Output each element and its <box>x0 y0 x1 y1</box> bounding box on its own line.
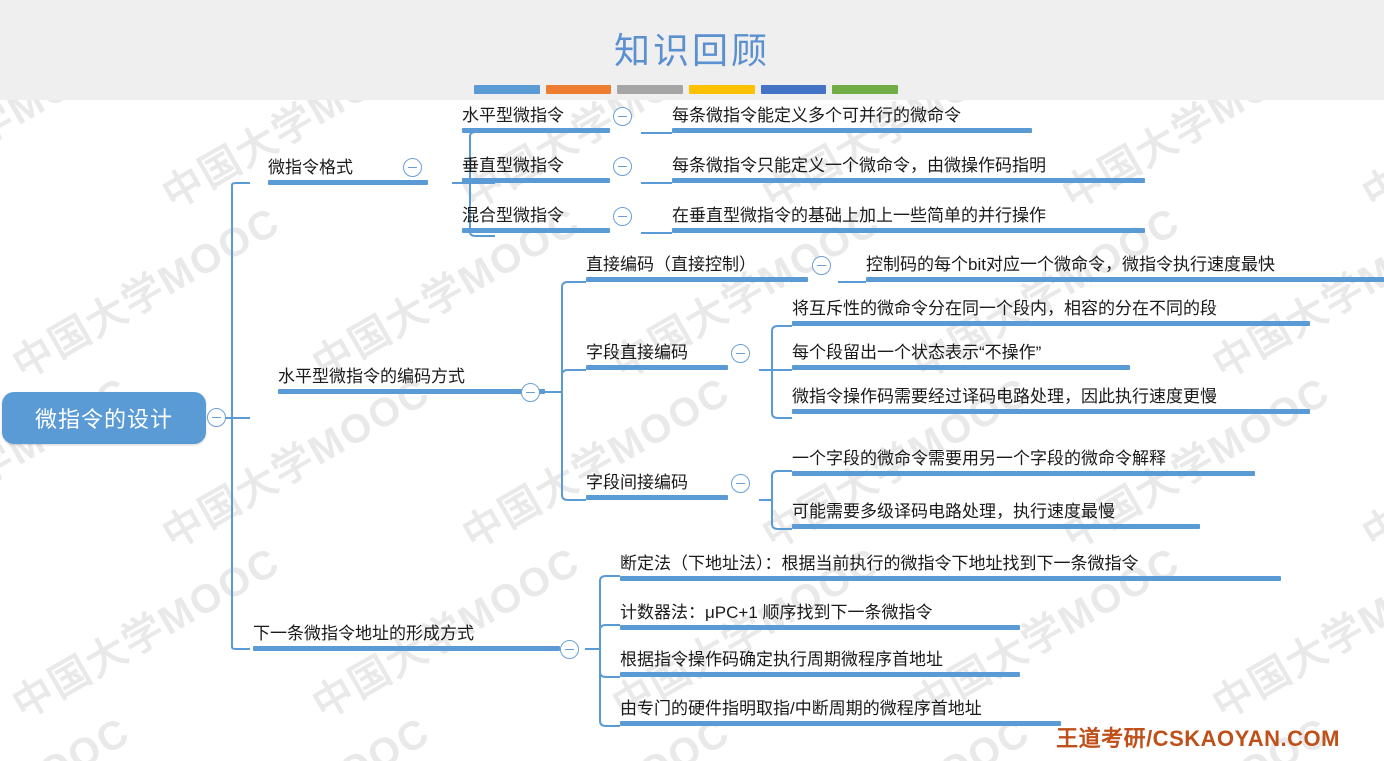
root-node-label: 微指令的设计 <box>34 407 173 432</box>
node-label: 水平型微指令的编码方式 <box>278 367 465 386</box>
node-vertical-microinstruction[interactable]: 垂直型微指令 <box>462 150 610 183</box>
node-label: 断定法（下地址法）：根据当前执行的微指令下地址找到下一条微指令 <box>620 554 1139 573</box>
watermark-text: 中国大学MOOC <box>5 539 288 728</box>
node-label: 微指令格式 <box>268 158 353 177</box>
title-accent-bar-3 <box>617 85 684 94</box>
node-underline <box>586 495 728 500</box>
node-label: 混合型微指令 <box>462 206 564 225</box>
branch-node-horizontal-encoding[interactable]: 水平型微指令的编码方式 <box>278 359 545 394</box>
node-underline <box>672 228 1145 233</box>
toggle-vertical-microinstruction[interactable] <box>613 157 632 176</box>
node-underline <box>792 524 1200 529</box>
node-label: 可能需要多级译码电路处理，执行速度最慢 <box>792 502 1115 521</box>
leaf-node[interactable]: 可能需要多级译码电路处理，执行速度最慢 <box>792 496 1200 529</box>
title-accent-bar-1 <box>474 85 540 94</box>
toggle-horizontal-microinstruction[interactable] <box>613 107 632 126</box>
title-accent-bars <box>474 85 899 94</box>
node-underline <box>462 178 610 183</box>
title-accent-bar-6 <box>832 85 899 94</box>
node-label: 每条微指令能定义多个可并行的微命令 <box>672 106 961 125</box>
node-label: 在垂直型微指令的基础上加上一些简单的并行操作 <box>672 206 1046 225</box>
node-label: 根据指令操作码确定执行周期微程序首地址 <box>620 650 943 669</box>
node-underline <box>620 625 1020 630</box>
watermark-text: 中国大学MOOC <box>1350 700 1384 761</box>
root-collapse-toggle[interactable] <box>207 408 226 427</box>
toggle-field-direct-encoding[interactable] <box>731 344 750 363</box>
watermark-text: 中国大学MOOC <box>0 369 138 558</box>
watermark-text: 中国大学MOOC <box>1205 199 1384 388</box>
node-underline <box>620 672 1020 677</box>
toggle-microinstruction-format[interactable] <box>403 158 422 177</box>
toggle-horizontal-encoding[interactable] <box>521 383 540 402</box>
node-underline <box>792 471 1255 476</box>
node-underline <box>586 277 808 282</box>
node-label: 下一条微指令地址的形成方式 <box>253 624 474 643</box>
leaf-node[interactable]: 一个字段的微命令需要用另一个字段的微命令解释 <box>792 443 1255 476</box>
node-underline <box>672 128 1032 133</box>
leaf-node[interactable]: 每个段留出一个状态表示“不操作” <box>792 337 1130 370</box>
leaf-node[interactable]: 每条微指令能定义多个可并行的微命令 <box>672 100 1032 133</box>
node-underline <box>586 365 728 370</box>
node-underline <box>278 389 545 394</box>
node-hybrid-microinstruction[interactable]: 混合型微指令 <box>462 200 610 233</box>
node-label: 计数器法：μPC+1 顺序找到下一条微指令 <box>620 603 933 622</box>
node-label: 每条微指令只能定义一个微命令，由微操作码指明 <box>672 156 1046 175</box>
title-accent-bar-2 <box>545 85 612 94</box>
node-field-indirect-encoding[interactable]: 字段间接编码 <box>586 467 728 500</box>
node-underline <box>672 178 1145 183</box>
node-underline <box>462 228 610 233</box>
root-node[interactable]: 微指令的设计 <box>2 392 206 444</box>
node-underline <box>866 277 1384 282</box>
toggle-field-indirect-encoding[interactable] <box>731 474 750 493</box>
node-label: 水平型微指令 <box>462 106 564 125</box>
leaf-node[interactable]: 微指令操作码需要经过译码电路处理，因此执行速度更慢 <box>792 381 1310 414</box>
watermark-text: 中国大学MOOC <box>5 199 288 388</box>
page-title: 知识回顾 <box>613 30 770 71</box>
leaf-node[interactable]: 断定法（下地址法）：根据当前执行的微指令下地址找到下一条微指令 <box>620 548 1281 581</box>
node-label: 直接编码（直接控制） <box>586 255 756 274</box>
leaf-node[interactable]: 在垂直型微指令的基础上加上一些简单的并行操作 <box>672 200 1145 233</box>
leaf-node[interactable]: 计数器法：μPC+1 顺序找到下一条微指令 <box>620 597 1020 630</box>
node-label: 字段直接编码 <box>586 343 688 362</box>
node-underline <box>620 721 1061 726</box>
node-label: 控制码的每个bit对应一个微命令，微指令执行速度最快 <box>866 255 1275 274</box>
node-field-direct-encoding[interactable]: 字段直接编码 <box>586 337 728 370</box>
leaf-node[interactable]: 将互斥性的微命令分在同一个段内，相容的分在不同的段 <box>792 293 1310 326</box>
toggle-hybrid-microinstruction[interactable] <box>613 207 632 226</box>
node-label: 每个段留出一个状态表示“不操作” <box>792 343 1042 362</box>
node-label: 一个字段的微命令需要用另一个字段的微命令解释 <box>792 449 1166 468</box>
toggle-direct-encoding[interactable] <box>812 256 831 275</box>
node-underline <box>253 646 560 651</box>
leaf-node[interactable]: 控制码的每个bit对应一个微命令，微指令执行速度最快 <box>866 249 1384 282</box>
node-direct-encoding[interactable]: 直接编码（直接控制） <box>586 249 808 282</box>
node-label: 垂直型微指令 <box>462 156 564 175</box>
watermark-text: 中国大学MOOC <box>0 700 139 761</box>
toggle-next-address[interactable] <box>560 640 579 659</box>
watermark-text: 中国大学MOOC <box>1355 369 1384 558</box>
node-underline <box>792 409 1310 414</box>
node-label: 将互斥性的微命令分在同一个段内，相容的分在不同的段 <box>792 299 1217 318</box>
leaf-node[interactable]: 由专门的硬件指明取指/中断周期的微程序首地址 <box>620 693 1061 726</box>
node-underline <box>620 576 1281 581</box>
title-accent-bar-4 <box>689 85 755 94</box>
node-label: 由专门的硬件指明取指/中断周期的微程序首地址 <box>620 699 982 718</box>
title-accent-bar-5 <box>760 85 827 94</box>
node-underline <box>792 365 1130 370</box>
node-horizontal-microinstruction[interactable]: 水平型微指令 <box>462 100 610 133</box>
leaf-node[interactable]: 根据指令操作码确定执行周期微程序首地址 <box>620 644 1020 677</box>
node-underline <box>792 321 1310 326</box>
node-underline <box>462 128 610 133</box>
branch-node-next-address[interactable]: 下一条微指令地址的形成方式 <box>253 616 560 651</box>
footer-watermark: 王道考研/CSKAOYAN.COM <box>1056 726 1340 751</box>
leaf-node[interactable]: 每条微指令只能定义一个微命令，由微操作码指明 <box>672 150 1145 183</box>
branch-node-microinstruction-format[interactable]: 微指令格式 <box>268 150 428 185</box>
header-band <box>0 0 1384 100</box>
node-label: 微指令操作码需要经过译码电路处理，因此执行速度更慢 <box>792 387 1217 406</box>
node-label: 字段间接编码 <box>586 473 688 492</box>
node-underline <box>268 180 428 185</box>
watermark-text: 中国大学MOOC <box>150 700 439 761</box>
